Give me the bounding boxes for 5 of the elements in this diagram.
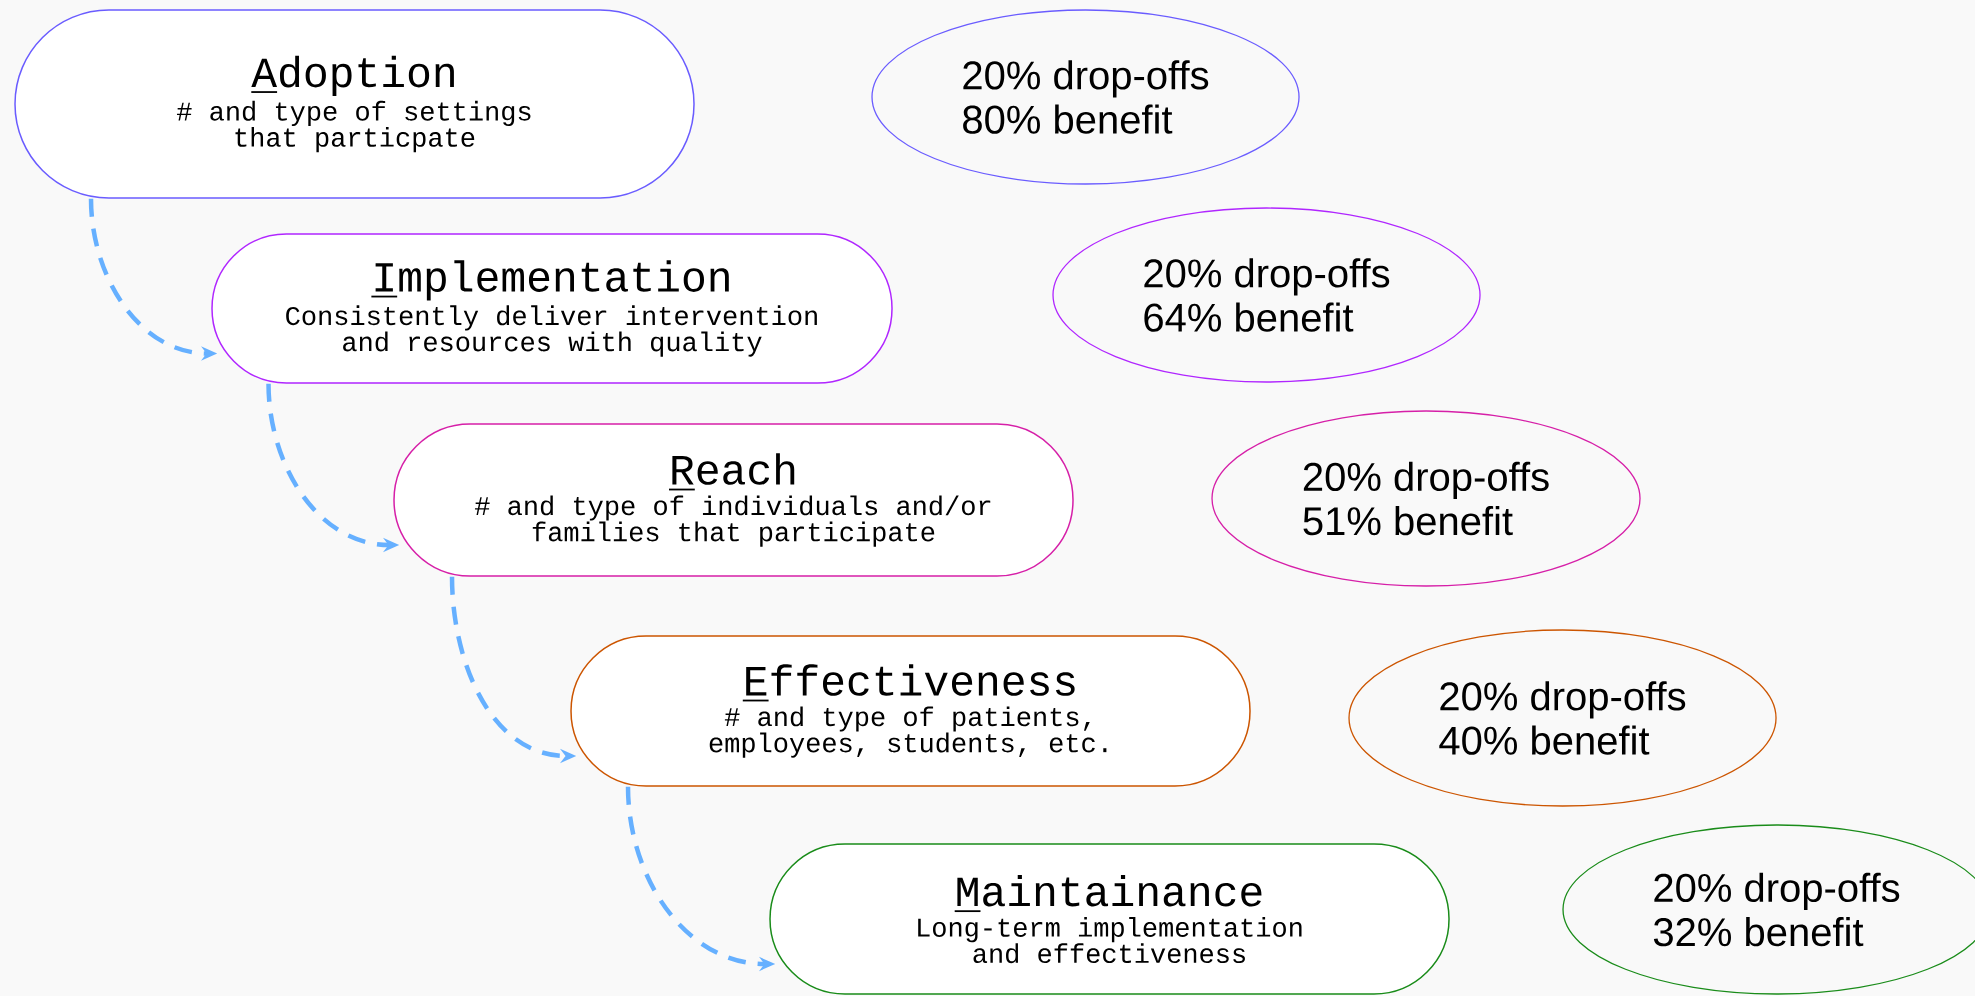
stage-box: Implementation Consistently deliver intervention and resources with quality: [211, 233, 893, 384]
stage-box: Maintainance Long-term implementation and effectiveness: [769, 843, 1450, 995]
stage-box: Adoption # and type of settings that particpate: [14, 9, 695, 199]
stage-box: Reach # and type of individuals and/or families that participate: [393, 423, 1074, 577]
stage-box: Effectiveness # and type of patients, employees, students, etc.: [570, 635, 1251, 787]
